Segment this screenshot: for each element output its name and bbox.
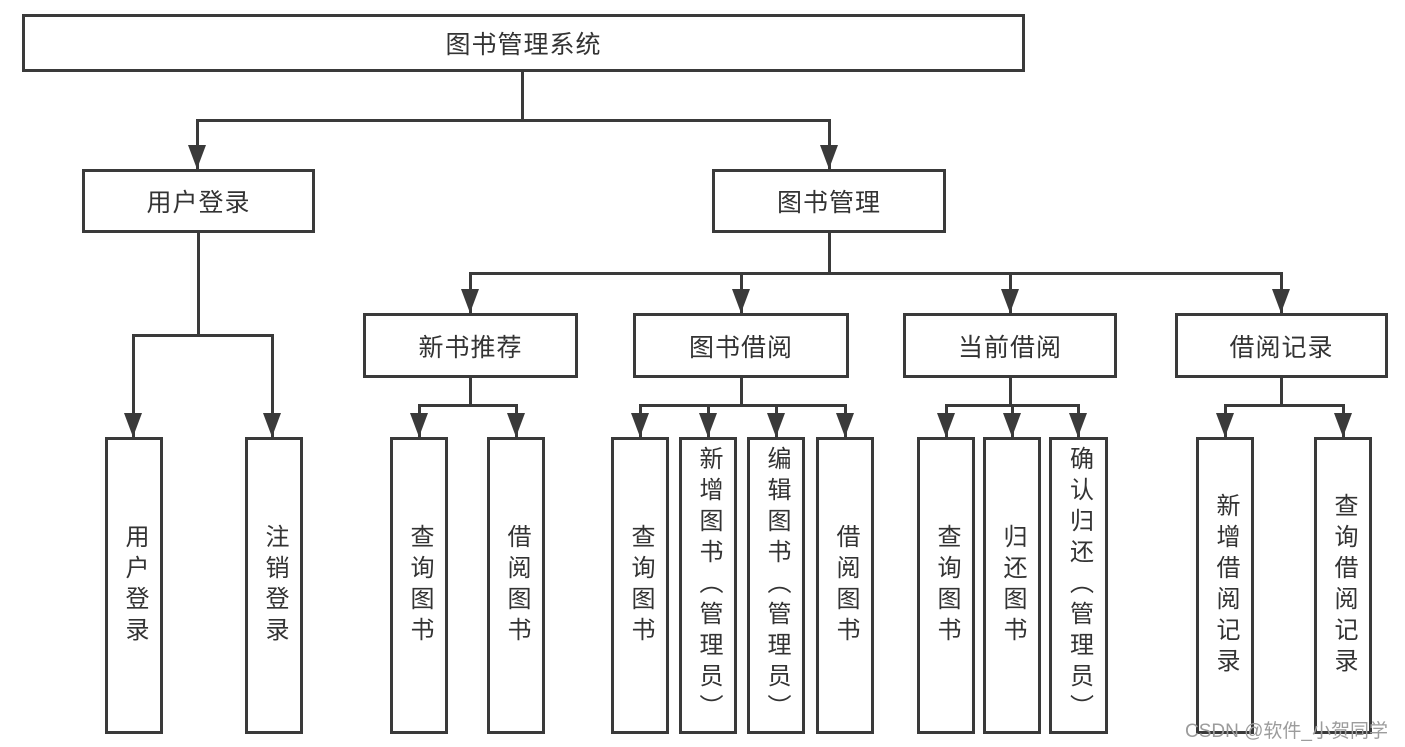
leaf-borrow-books-recommend-label: 借阅图书	[503, 523, 530, 648]
leaf-confirm-return-admin: 确认归还（管理员）	[1049, 437, 1108, 734]
node-book-management-label: 图书管理	[776, 189, 881, 217]
leaf-query-borrow-record: 查询借阅记录	[1314, 437, 1372, 734]
arrow-down-icon	[1003, 413, 1021, 437]
leaf-query-books-recommend-label: 查询图书	[406, 523, 433, 648]
leaf-borrow-books-label: 借阅图书	[832, 523, 859, 648]
node-root: 图书管理系统	[22, 14, 1025, 72]
node-current-borrow-label: 当前借阅	[957, 333, 1062, 362]
leaf-query-books-recommend: 查询图书	[390, 437, 448, 734]
leaf-borrow-books: 借阅图书	[816, 437, 874, 734]
leaf-user-login-label: 用户登录	[121, 523, 148, 648]
leaf-logout: 注销登录	[245, 437, 303, 734]
arrow-down-icon	[699, 413, 717, 437]
arrow-down-icon	[188, 145, 206, 169]
arrow-down-icon	[631, 413, 649, 437]
arrow-down-icon	[507, 413, 525, 437]
connector-borrow-records-stem	[1280, 378, 1283, 407]
leaf-query-borrow-record-label: 查询借阅记录	[1330, 492, 1357, 679]
node-new-book-recommend: 新书推荐	[363, 313, 578, 378]
leaf-logout-label: 注销登录	[261, 523, 288, 648]
node-current-borrow: 当前借阅	[903, 313, 1117, 378]
arrow-down-icon	[767, 413, 785, 437]
leaf-borrow-books-recommend: 借阅图书	[487, 437, 545, 734]
arrow-down-icon	[263, 413, 281, 437]
arrow-down-icon	[820, 145, 838, 169]
node-borrow-records: 借阅记录	[1175, 313, 1388, 378]
connector-borrow-records-split	[1224, 404, 1345, 407]
connector-book-borrow-split	[639, 404, 847, 407]
node-user-login-label: 用户登录	[146, 189, 251, 217]
connector-current-borrow-stem	[1009, 378, 1012, 407]
leaf-query-books-current: 查询图书	[917, 437, 975, 734]
connector-new-book-split	[418, 404, 518, 407]
arrow-down-icon	[836, 413, 854, 437]
arrow-down-icon	[124, 413, 142, 437]
connector-root-stem	[521, 71, 524, 121]
leaf-add-borrow-record-label: 新增借阅记录	[1212, 492, 1239, 679]
node-book-borrow-label: 图书借阅	[688, 333, 793, 362]
arrow-down-icon	[1272, 289, 1290, 313]
node-new-book-recommend-label: 新书推荐	[418, 333, 523, 362]
arrow-down-icon	[1001, 289, 1019, 313]
connector-drop-leaf-user-login	[132, 334, 135, 437]
leaf-return-book-label: 归还图书	[999, 523, 1026, 648]
connector-user-login-stem	[197, 233, 200, 336]
leaf-add-borrow-record: 新增借阅记录	[1196, 437, 1254, 734]
arrow-down-icon	[461, 289, 479, 313]
arrow-down-icon	[1216, 413, 1234, 437]
leaf-confirm-return-admin-label: 确认归还（管理员）	[1065, 446, 1093, 725]
leaf-edit-book-admin-label: 编辑图书（管理员）	[763, 446, 790, 725]
node-root-label: 图书管理系统	[445, 31, 602, 59]
node-book-management: 图书管理	[712, 169, 946, 233]
connector-drop-user-login	[196, 119, 199, 169]
connector-root-split	[196, 119, 831, 122]
leaf-return-book: 归还图书	[983, 437, 1041, 734]
arrow-down-icon	[732, 289, 750, 313]
connector-new-book-stem	[469, 378, 472, 407]
csdn-watermark: CSDN @软件_小贺同学	[1185, 721, 1388, 742]
connector-book-management-stem	[828, 233, 831, 275]
arrow-down-icon	[1069, 413, 1087, 437]
connector-book-borrow-stem	[740, 378, 743, 407]
connector-drop-book-management	[828, 119, 831, 169]
node-borrow-records-label: 借阅记录	[1229, 333, 1334, 362]
arrow-down-icon	[410, 413, 428, 437]
leaf-add-book-admin: 新增图书（管理员）	[679, 437, 737, 734]
leaf-query-books-borrow: 查询图书	[611, 437, 669, 734]
leaf-edit-book-admin: 编辑图书（管理员）	[747, 437, 805, 734]
connector-user-login-split	[132, 334, 274, 337]
arrow-down-icon	[1334, 413, 1352, 437]
leaf-add-book-admin-label: 新增图书（管理员）	[695, 446, 722, 725]
leaf-query-books-borrow-label: 查询图书	[627, 523, 654, 648]
leaf-query-books-current-label: 查询图书	[933, 523, 960, 648]
connector-book-management-split	[469, 272, 1283, 275]
node-book-borrow: 图书借阅	[633, 313, 849, 378]
connector-drop-leaf-logout	[271, 334, 274, 437]
node-user-login: 用户登录	[82, 169, 315, 233]
leaf-user-login: 用户登录	[105, 437, 163, 734]
arrow-down-icon	[937, 413, 955, 437]
